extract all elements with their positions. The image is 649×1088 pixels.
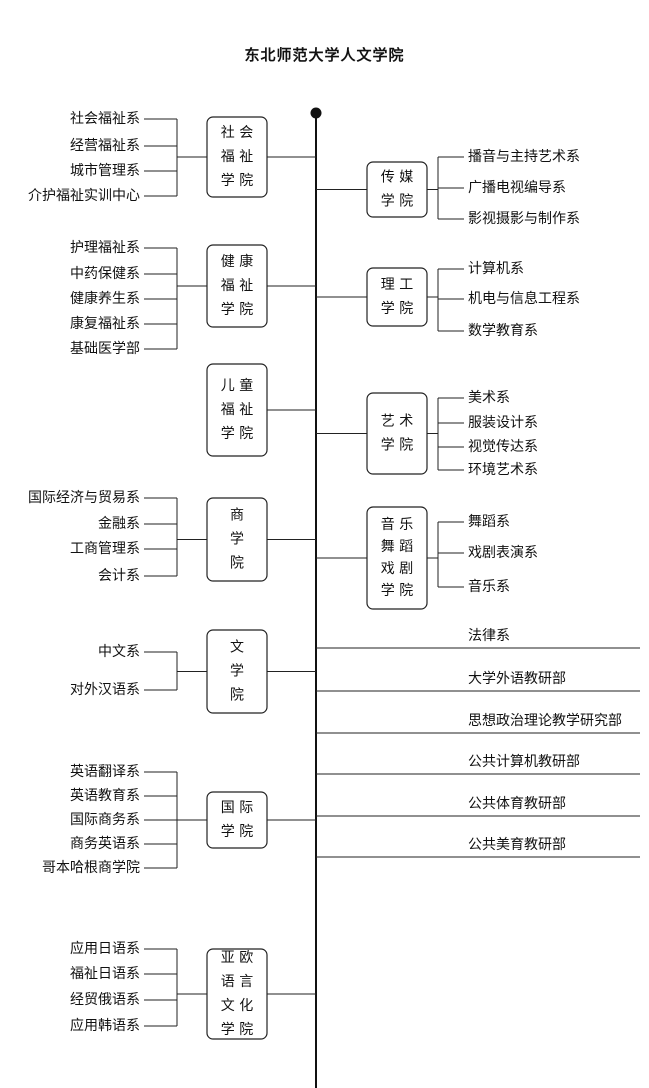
department-label: 社会福祉系 — [70, 111, 140, 127]
college-name-row: 学 院 — [381, 301, 413, 317]
department-label: 英语翻译系 — [70, 763, 140, 780]
department-label: 会计系 — [98, 568, 140, 584]
college-box — [206, 948, 268, 1040]
college-name-row: 国 际 — [221, 800, 253, 816]
department-label: 播音与主持艺术系 — [468, 148, 580, 165]
department-label: 影视摄影与制作系 — [468, 211, 580, 227]
college-name-row: 学 院 — [221, 302, 253, 318]
department-label: 国际商务系 — [70, 812, 140, 828]
unit-label: 大学外语教研部 — [468, 671, 566, 687]
department-label: 计算机系 — [468, 261, 524, 277]
college-name-row: 舞 蹈 — [381, 539, 413, 555]
college-name-row: 商 — [230, 508, 244, 524]
department-label: 健康养生系 — [70, 290, 140, 307]
college-name-row: 院 — [230, 688, 244, 704]
department-label: 经贸俄语系 — [70, 992, 140, 1008]
department-label: 康复福祉系 — [70, 315, 140, 332]
department-label: 视觉传达系 — [468, 439, 538, 455]
department-label: 戏剧表演系 — [468, 545, 538, 561]
department-label: 商务英语系 — [70, 835, 140, 852]
department-label: 广播电视编导系 — [468, 180, 566, 196]
trunk-root-dot — [310, 107, 322, 119]
college-box — [206, 629, 268, 714]
college-name-row: 学 — [230, 664, 244, 680]
department-label: 中文系 — [98, 644, 140, 660]
college-name-row: 文 — [230, 640, 244, 656]
college-name-row: 艺 术 — [381, 414, 413, 430]
college-name-row: 福 祉 — [221, 149, 253, 165]
college-name-row: 文 化 — [221, 998, 253, 1014]
department-label: 金融系 — [98, 516, 140, 532]
college-name-row: 学 院 — [221, 426, 253, 442]
college-name-row: 学 院 — [221, 173, 253, 189]
college-name-row: 亚 欧 — [221, 950, 253, 966]
college-box — [366, 161, 428, 218]
college-name-row: 学 院 — [381, 438, 413, 454]
department-label: 服装设计系 — [468, 415, 538, 431]
college-box — [206, 363, 268, 457]
unit-label: 法律系 — [468, 628, 510, 644]
college-box — [206, 116, 268, 198]
chart-title: 东北师范大学人文学院 — [244, 46, 405, 64]
college-name-row: 音 乐 — [381, 516, 413, 533]
college-box — [206, 791, 268, 849]
department-label: 哥本哈根商学院 — [42, 860, 140, 876]
college-name-row: 戏 剧 — [381, 561, 413, 577]
college-name-row: 学 院 — [381, 583, 413, 599]
unit-label: 公共计算机教研部 — [468, 754, 580, 770]
department-label: 应用韩语系 — [70, 1017, 140, 1034]
unit-label: 公共美育教研部 — [468, 837, 566, 853]
department-label: 环境艺术系 — [468, 462, 538, 478]
college-name-row: 学 院 — [381, 194, 413, 210]
college-box — [206, 244, 268, 328]
college-name-row: 学 院 — [221, 824, 253, 840]
department-label: 国际经济与贸易系 — [28, 490, 140, 506]
college-name-row: 健 康 — [221, 253, 253, 270]
department-label: 介护福祉实训中心 — [28, 188, 140, 204]
college-name-row: 院 — [230, 556, 244, 572]
department-label: 对外汉语系 — [70, 682, 140, 698]
department-label: 福祉日语系 — [70, 966, 140, 982]
department-label: 美术系 — [468, 390, 510, 406]
college-name-row: 学 院 — [221, 1022, 253, 1038]
college-box — [366, 392, 428, 475]
department-label: 应用日语系 — [70, 940, 140, 957]
college-name-row: 传 媒 — [381, 170, 413, 186]
college-box — [366, 267, 428, 327]
college-name-row: 理 工 — [381, 277, 413, 293]
department-label: 基础医学部 — [70, 340, 140, 357]
college-name-row: 儿 童 — [221, 377, 253, 394]
college-name-row: 语 言 — [221, 974, 253, 990]
department-label: 护理福祉系 — [70, 240, 140, 256]
department-label: 英语教育系 — [70, 787, 140, 804]
department-label: 舞蹈系 — [468, 514, 510, 530]
department-label: 音乐系 — [468, 578, 510, 595]
unit-label: 公共体育教研部 — [468, 796, 566, 812]
unit-label: 思想政治理论教学研究部 — [468, 713, 622, 729]
college-name-row: 福 祉 — [221, 402, 253, 418]
department-label: 工商管理系 — [70, 541, 140, 557]
department-label: 经营福祉系 — [70, 138, 140, 154]
college-box — [366, 506, 428, 610]
department-label: 中药保健系 — [70, 266, 140, 282]
department-label: 数学教育系 — [468, 323, 538, 339]
department-label: 城市管理系 — [70, 162, 140, 179]
college-name-row: 社 会 — [221, 125, 253, 141]
college-box — [206, 497, 268, 582]
college-name-row: 学 — [230, 532, 244, 548]
department-label: 机电与信息工程系 — [468, 290, 580, 307]
college-name-row: 福 祉 — [221, 278, 253, 294]
